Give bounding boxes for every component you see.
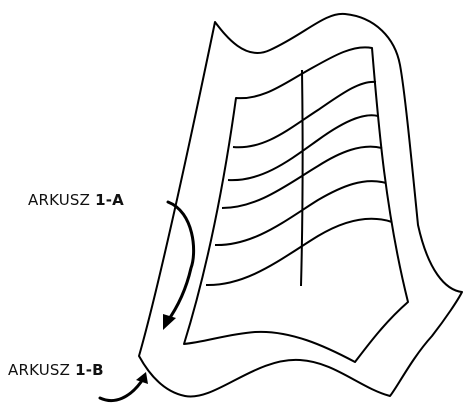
outer-sheet [138,12,463,398]
table-row-lines [205,80,393,287]
sheet-a-prefix: ARKUSZ [28,191,91,209]
arrow-a [163,200,196,330]
table-row-line [232,80,377,149]
table-row-line [205,217,393,287]
arrowhead-b [136,372,148,384]
sheet-a-code: 1-A [95,191,124,209]
table-row-line [214,180,387,247]
sheet-b-prefix: ARKUSZ [8,361,71,379]
arrow-b [98,372,148,403]
inner-table-outline [183,46,409,363]
sheet-b-label: ARKUSZ 1-B [8,361,104,379]
sheet-b-code: 1-B [75,361,104,379]
table-row-line [227,114,379,182]
sheet-a-label: ARKUSZ 1-A [28,191,124,209]
arrowhead-a [163,314,176,330]
table-row-line [221,145,383,209]
